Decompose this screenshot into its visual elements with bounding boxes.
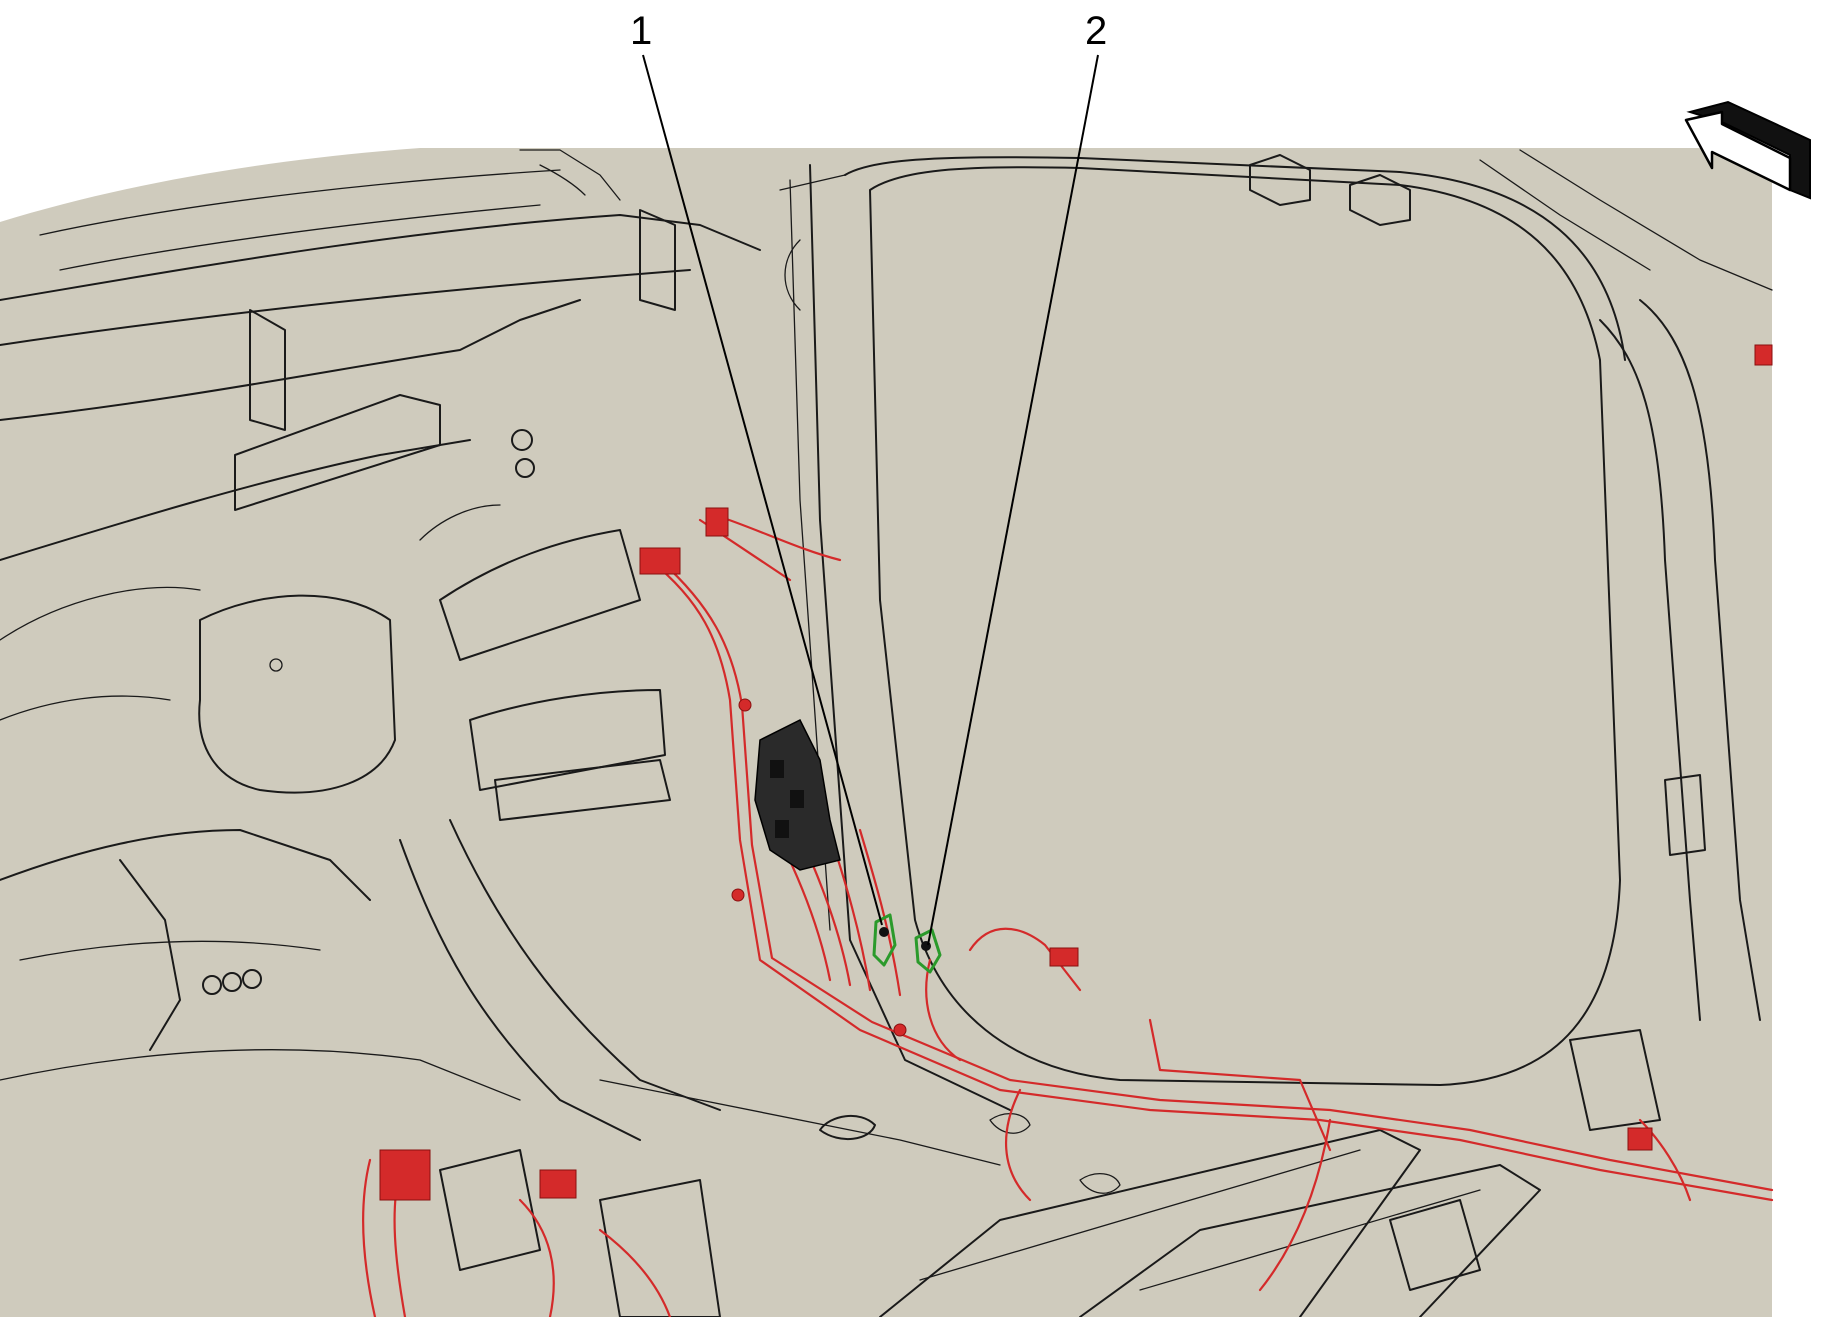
connector-7	[1754, 344, 1773, 366]
callout-2: 2	[1085, 9, 1107, 53]
rear-crossmember	[0, 149, 761, 561]
front-direction-arrow-icon	[1684, 100, 1811, 200]
connector-3	[1049, 947, 1079, 967]
connector-2	[705, 507, 729, 537]
body-panel-shading	[0, 148, 1772, 1317]
retainer-2	[731, 888, 745, 902]
connector-1	[639, 547, 681, 575]
leader-line-1	[642, 54, 883, 926]
retainer-1	[738, 698, 752, 712]
connector-4	[379, 1149, 431, 1201]
electrical-module	[754, 718, 841, 871]
rear-floor-rails	[439, 1113, 1541, 1317]
callout-1: 1	[630, 9, 652, 53]
ground-strap-1	[872, 913, 897, 967]
left-wheelhouse	[0, 586, 521, 1101]
center-floor-stampings	[399, 429, 1001, 1166]
retainer-3	[893, 1023, 907, 1037]
connector-5	[539, 1169, 577, 1199]
wiring-harness	[361, 344, 1774, 1317]
connector-6	[1627, 1127, 1653, 1151]
leader-line-2	[927, 54, 1099, 946]
